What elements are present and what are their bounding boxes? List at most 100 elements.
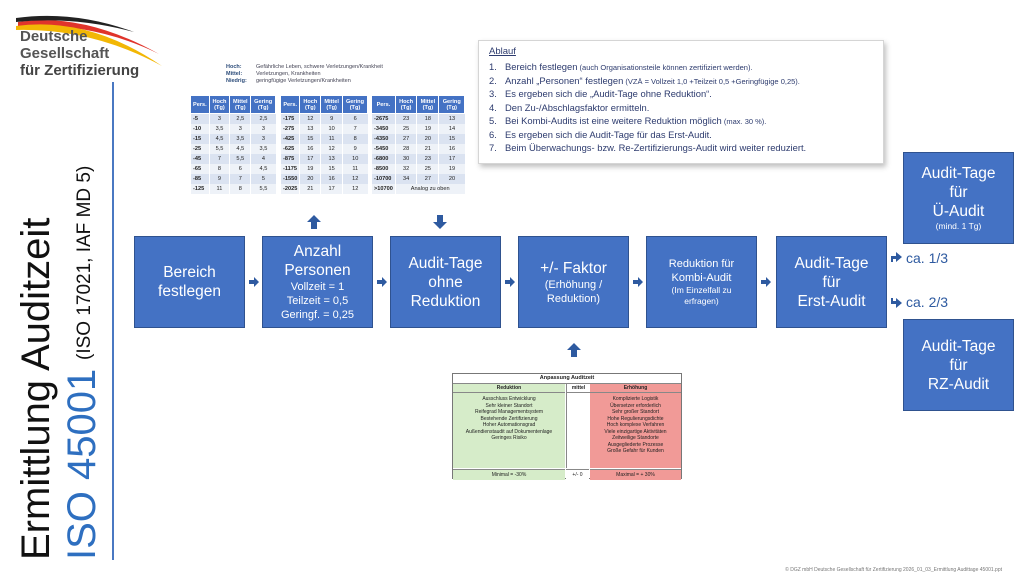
table-cell: 8 bbox=[341, 134, 368, 144]
box-audit-tage-rz-audit: Audit-Tage für RZ-Audit bbox=[903, 319, 1014, 411]
table-header-cell: Hoch (Tg) bbox=[208, 95, 231, 114]
arrow-right-icon bbox=[633, 277, 643, 287]
anpassung-title: Anpassung Auditzeit bbox=[453, 374, 681, 384]
table-cell: 4,5 bbox=[229, 144, 251, 154]
table-cell: -45 bbox=[190, 154, 210, 164]
ablauf-box: Ablauf 1.Bereich festlegen (auch Organis… bbox=[478, 40, 884, 164]
box-text: für bbox=[949, 356, 968, 374]
table-cell: -15 bbox=[190, 134, 210, 144]
ablauf-heading: Ablauf bbox=[489, 46, 516, 57]
table-cell: 18 bbox=[416, 113, 439, 124]
factor-item: Ausgegliederte Prozesse bbox=[607, 441, 664, 448]
table-cell: 20 bbox=[438, 174, 465, 184]
box-subtext: (Im Einzelfall zu bbox=[671, 285, 732, 295]
ablauf-step: 3.Es ergeben sich die „Audit-Tage ohne R… bbox=[489, 88, 806, 102]
box-anzahl-personen: Anzahl Personen Vollzeit = 1 Teilzeit = … bbox=[262, 236, 373, 328]
table-cell: 17 bbox=[320, 184, 343, 194]
dgz-logo: Deutsche Gesellschaft für Zertifizierung bbox=[14, 14, 164, 82]
table-cell: 23 bbox=[394, 113, 417, 124]
table-header-cell: Hoch (Tg) bbox=[394, 95, 418, 114]
table-cell: 12 bbox=[299, 113, 321, 124]
table-cell: -275 bbox=[279, 124, 300, 134]
factor-item: Komplizierte Logistik bbox=[612, 396, 659, 402]
box-text: RZ-Audit bbox=[927, 375, 990, 393]
table-cell: 16 bbox=[320, 174, 343, 184]
step-text: Bereich festlegen bbox=[505, 61, 578, 72]
table-cell: 3 bbox=[250, 134, 276, 144]
table-cell: 30 bbox=[394, 154, 417, 164]
table-header-row: Pers.Hoch (Tg)Mittel (Tg)Gering (Tg) bbox=[190, 95, 276, 114]
box-text: Audit-Tage bbox=[921, 165, 996, 182]
table-cell: -175 bbox=[279, 113, 300, 124]
factor-item: Sehr kleiner Standort bbox=[485, 402, 533, 409]
ablauf-step: 4.Den Zu-/Abschlagsfaktor ermitteln. bbox=[489, 102, 806, 116]
arrow-up-right-icon bbox=[891, 252, 902, 262]
erhoehung-header: Erhöhung bbox=[590, 384, 681, 393]
table-cell: 15 bbox=[320, 164, 343, 174]
factor-item: Sehr großer Standort bbox=[612, 409, 659, 415]
table-cell: 23 bbox=[416, 154, 439, 164]
box-audit-tage-ue-audit: Audit-Tage für Ü-Audit (mind. 1 Tg) bbox=[903, 152, 1014, 244]
title-divider bbox=[112, 82, 114, 560]
table-cell: 20 bbox=[416, 134, 439, 144]
factor-item: Große Gefahr für Kunden bbox=[607, 448, 664, 454]
table-cell: -6800 bbox=[371, 154, 396, 164]
step-note: (VZÄ = Vollzeit 1,0 +Teilzeit 0,5 +Gerin… bbox=[623, 76, 800, 86]
table-cell: 11 bbox=[208, 184, 230, 194]
legend-value: Verletzungen, Krankheiten bbox=[256, 71, 321, 77]
standard-title: ISO 45001 bbox=[60, 368, 104, 560]
table-header-cell: Pers. bbox=[371, 95, 396, 114]
factor-item: Bestehende Zertifizierung bbox=[480, 415, 538, 422]
step-note: (max. 30 %). bbox=[721, 117, 767, 126]
legend-row: Niedrig: geringfügige Verletzungen/Krankh… bbox=[226, 78, 486, 85]
table-cell: 3 bbox=[208, 113, 230, 124]
table-cell: 14 bbox=[438, 124, 465, 134]
step-number: 6. bbox=[489, 128, 497, 140]
table-cell: -425 bbox=[279, 134, 300, 144]
table-cell: -25 bbox=[190, 144, 210, 154]
box-text: Erst-Audit bbox=[797, 292, 866, 310]
ablauf-step: 5.Bei Kombi-Audits ist eine weitere Redu… bbox=[489, 115, 806, 129]
box-text: Anzahl bbox=[293, 243, 342, 260]
table-cell: 25 bbox=[394, 124, 417, 134]
anpassung-auditzeit-table: Anpassung Auditzeit Reduktion Ausschluss… bbox=[452, 373, 682, 480]
step-number: 7. bbox=[489, 142, 497, 153]
legend-key: Niedrig: bbox=[226, 78, 247, 84]
table-cell: 4 bbox=[250, 154, 276, 164]
step-number: 2. bbox=[489, 74, 497, 86]
box-reduktion-kombi-audit: Reduktion für Kombi-Audit (Im Einzelfall… bbox=[646, 236, 757, 328]
arrow-right-icon bbox=[377, 277, 387, 287]
legend-key: Hoch: bbox=[226, 64, 242, 70]
box-text: Kombi-Audit bbox=[671, 272, 732, 284]
box-audit-tage-ohne-reduktion: Audit-Tage ohne Reduktion bbox=[390, 236, 501, 328]
table-cell: -4350 bbox=[371, 134, 396, 144]
step-text: Bei Kombi-Audits ist eine weitere Redukt… bbox=[505, 115, 722, 126]
box-text: Audit-Tage bbox=[921, 337, 996, 355]
ratio-label-ue: ca. 1/3 bbox=[906, 250, 949, 266]
box-text: festlegen bbox=[158, 283, 221, 300]
factor-item: Zeitweilige Standorte bbox=[612, 435, 659, 441]
table-cell: 17 bbox=[438, 154, 465, 164]
table-header-cell: Pers. bbox=[190, 95, 210, 114]
arrow-down-icon bbox=[433, 215, 447, 229]
legend-value: geringfügige Verletzungen/Krankheiten bbox=[256, 78, 351, 84]
table-cell: 13 bbox=[438, 113, 465, 124]
table-cell: 28 bbox=[394, 144, 417, 154]
audit-days-table-2: Pers.Hoch (Tg)Mittel (Tg)Gering (Tg)-175… bbox=[279, 95, 369, 194]
table-cell: -3450 bbox=[371, 124, 396, 134]
table-cell: 13 bbox=[320, 154, 343, 164]
box-text: Ü-Audit bbox=[932, 203, 985, 220]
box-text: Audit-Tage bbox=[794, 254, 869, 272]
table-header-cell: Gering (Tg) bbox=[250, 95, 276, 114]
